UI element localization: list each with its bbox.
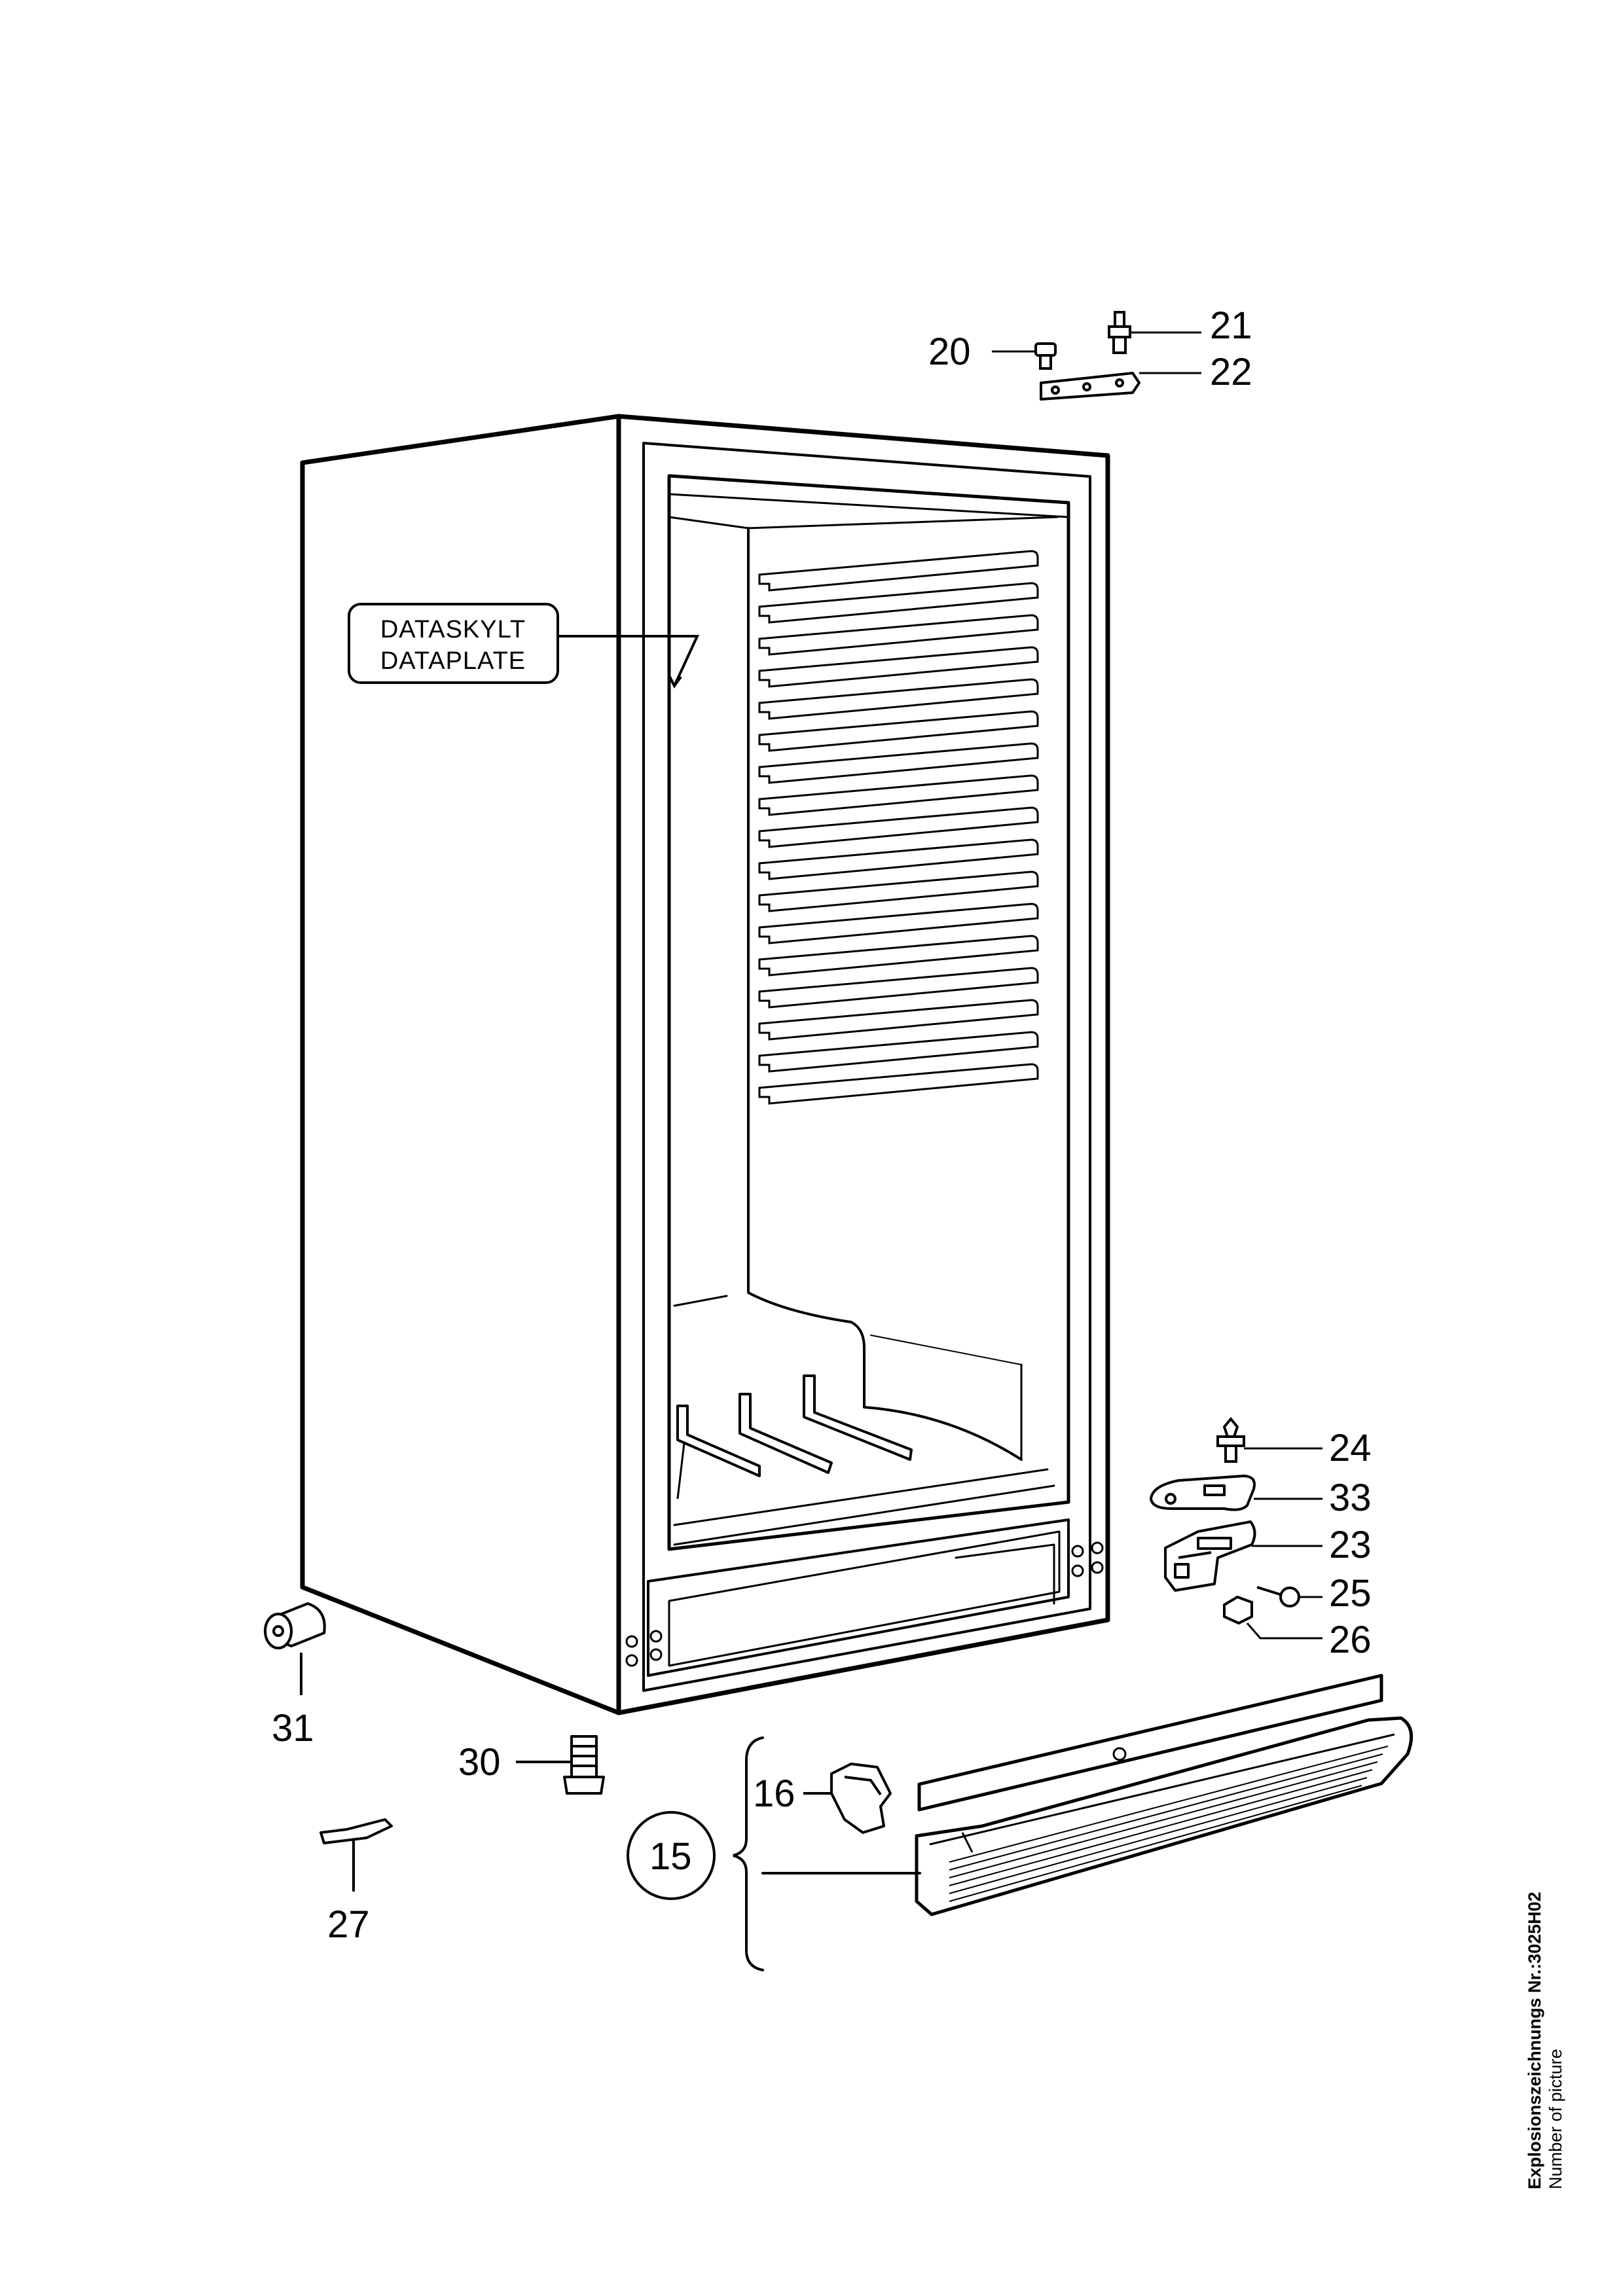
part-24-pin xyxy=(1216,1416,1245,1463)
label-20: 20 xyxy=(928,331,971,373)
shelf-rail xyxy=(758,838,1039,880)
grille-slot xyxy=(949,1769,1373,1886)
dataplate-label: DATASKYLT DATAPLATE xyxy=(348,603,700,689)
label-27: 27 xyxy=(327,1903,370,1946)
shelf-rail xyxy=(758,967,1039,1009)
label-22: 22 xyxy=(1210,351,1252,393)
shelf-rail xyxy=(758,742,1039,784)
dataplate-line2: DATAPLATE xyxy=(380,647,526,675)
picture-number-label: Number of picture xyxy=(1546,2049,1565,2189)
grille-slot xyxy=(949,1785,1362,1902)
drawing-number: Explosionszeichnungs Nr.:3025H02 xyxy=(1525,1892,1544,2189)
brace-15 xyxy=(733,1736,921,1971)
grille-slot xyxy=(949,1746,1389,1863)
part-16-clip xyxy=(803,1763,892,1834)
shelf-rail xyxy=(758,678,1039,720)
label-15: 15 xyxy=(649,1835,692,1878)
part-31-foot xyxy=(264,1602,326,1695)
shelf-rail xyxy=(758,999,1039,1041)
dataplate-line1: DATASKYLT xyxy=(380,616,526,643)
shelf-rail xyxy=(758,870,1039,912)
label-23: 23 xyxy=(1329,1524,1372,1566)
shelf-rail xyxy=(758,935,1039,977)
callout-circle-15 xyxy=(627,1811,716,1900)
shelf-rail xyxy=(758,774,1039,816)
label-21: 21 xyxy=(1210,304,1252,347)
label-26: 26 xyxy=(1329,1619,1372,1661)
shelf-rail xyxy=(758,903,1039,944)
part-15-kickplate xyxy=(915,1674,1413,1916)
label-30: 30 xyxy=(458,1741,501,1784)
evaporator-tubes xyxy=(676,1374,913,1499)
shelf-rail xyxy=(758,1031,1039,1073)
grille-slot xyxy=(949,1777,1368,1894)
label-25: 25 xyxy=(1329,1572,1372,1615)
part-21-pin xyxy=(1108,311,1131,354)
part-23-hinge xyxy=(1164,1520,1256,1592)
label-33: 33 xyxy=(1329,1477,1372,1519)
leaders-right xyxy=(1244,1447,1322,1640)
shelf-rail xyxy=(758,550,1039,592)
shelf-rail xyxy=(758,1063,1039,1105)
grille-slot xyxy=(949,1761,1378,1878)
shelf-rail xyxy=(758,806,1039,848)
kickplate-grille-slots xyxy=(949,1746,1389,1902)
part-27-clip xyxy=(319,1818,393,1892)
shelf-rails xyxy=(758,550,1039,1105)
part-labels: 20 21 22 24 33 23 25 26 31 30 16 15 27 xyxy=(272,304,1372,1946)
label-16: 16 xyxy=(753,1772,795,1815)
part-20-screw xyxy=(1034,342,1057,370)
part-22-hinge-plate xyxy=(1040,372,1140,401)
part-30-bolt xyxy=(516,1735,605,1795)
shelf-rail xyxy=(758,582,1039,624)
cabinet-body xyxy=(300,414,1110,1715)
part-26-nut xyxy=(1223,1595,1253,1625)
grille-slot xyxy=(949,1753,1383,1871)
shelf-rail xyxy=(758,614,1039,656)
label-31: 31 xyxy=(272,1707,314,1749)
shelf-rail xyxy=(758,710,1039,752)
drawing-caption: Explosionszeichnungs Nr.:3025H02 Number … xyxy=(1525,1892,1565,2189)
leaders-top xyxy=(992,331,1201,374)
part-25-screw xyxy=(1256,1586,1300,1607)
label-24: 24 xyxy=(1329,1427,1372,1469)
shelf-rail xyxy=(758,646,1039,688)
part-33-bracket xyxy=(1150,1475,1256,1511)
